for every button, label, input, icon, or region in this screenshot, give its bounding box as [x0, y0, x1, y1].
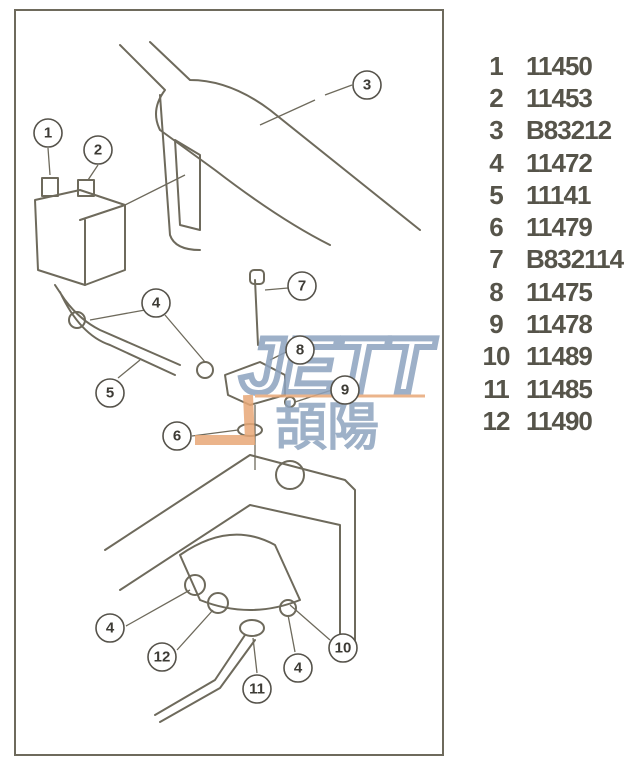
part-number: B83212 — [526, 115, 612, 146]
part-index: 4 — [489, 147, 503, 178]
svg-text:2: 2 — [94, 142, 102, 159]
part-index: 9 — [489, 309, 503, 340]
callout-4-lower-left: 4 — [95, 613, 125, 643]
svg-text:4: 4 — [106, 620, 115, 637]
part-index: 8 — [489, 276, 503, 307]
parts-list-row: 10 11489 — [466, 341, 636, 373]
svg-text:11: 11 — [249, 681, 265, 698]
part-index: 2 — [489, 82, 503, 113]
leader-lines — [47, 84, 353, 674]
part-number: 11475 — [526, 276, 593, 307]
handlebar-drawing — [119, 41, 421, 251]
parts-list-row: 2 11453 — [466, 82, 636, 114]
svg-text:8: 8 — [296, 342, 304, 359]
callout-8: 8 — [285, 335, 315, 365]
watermark-cjk: 頡陽 — [275, 398, 379, 458]
part-number: 11453 — [526, 82, 593, 113]
svg-text:6: 6 — [173, 428, 181, 445]
svg-text:3: 3 — [363, 77, 371, 94]
svg-text:5: 5 — [106, 385, 114, 402]
parts-list-row: 1 11450 — [466, 50, 636, 82]
svg-text:10: 10 — [335, 640, 352, 657]
callout-9: 9 — [330, 375, 360, 405]
callout-6: 6 — [162, 421, 192, 451]
callout-5: 5 — [95, 378, 125, 408]
callout-11: 11 — [242, 674, 272, 704]
callout-4-lower-right: 4 — [283, 653, 313, 683]
part-number: 11141 — [526, 179, 591, 210]
part-number: 11485 — [526, 373, 593, 404]
svg-text:12: 12 — [154, 649, 171, 666]
lower-assembly-drawing — [104, 454, 356, 723]
parts-list: 1 11450 2 11453 3 B83212 4 11472 5 11141 6 11479 7 B8… — [466, 50, 636, 438]
part-index: 11 — [483, 373, 510, 404]
part-number: 11489 — [526, 341, 593, 372]
callout-2: 2 — [83, 135, 113, 165]
svg-text:7: 7 — [298, 278, 306, 295]
part-number: 11472 — [526, 147, 593, 178]
reservoir-drawing — [34, 174, 186, 376]
callout-3: 3 — [352, 70, 382, 100]
diagram-frame — [14, 9, 444, 756]
callout-7: 7 — [287, 271, 317, 301]
parts-list-row: 5 11141 — [466, 179, 636, 211]
parts-list-row: 7 B832114 — [466, 244, 636, 276]
svg-text:4: 4 — [152, 295, 161, 312]
callout-1: 1 — [33, 118, 63, 148]
part-index: 5 — [489, 179, 503, 210]
svg-text:1: 1 — [44, 125, 52, 142]
callout-10: 10 — [328, 633, 358, 663]
part-index: 10 — [482, 341, 511, 372]
part-index: 1 — [489, 50, 503, 81]
part-number: 11490 — [526, 405, 593, 436]
part-index: 12 — [482, 405, 511, 436]
parts-list-row: 11 11485 — [466, 373, 636, 405]
parts-list-row: 6 11479 — [466, 211, 636, 243]
parts-list-row: 3 B83212 — [466, 115, 636, 147]
parts-list-row: 8 11475 — [466, 276, 636, 308]
part-index: 3 — [489, 115, 503, 146]
parts-list-row: 4 11472 — [466, 147, 636, 179]
part-number: 11479 — [526, 212, 593, 243]
svg-text:4: 4 — [294, 660, 303, 677]
part-index: 7 — [489, 244, 503, 275]
part-number: 11450 — [526, 50, 593, 81]
parts-list-row: 12 11490 — [466, 405, 636, 437]
part-number: B832114 — [526, 244, 624, 275]
callout-12: 12 — [147, 642, 177, 672]
part-number: 11478 — [526, 309, 593, 340]
watermark: JETT 頡陽 — [195, 318, 440, 458]
part-index: 6 — [489, 212, 503, 243]
callout-4: 4 — [141, 288, 171, 318]
parts-list-row: 9 11478 — [466, 308, 636, 340]
svg-text:9: 9 — [341, 382, 349, 399]
